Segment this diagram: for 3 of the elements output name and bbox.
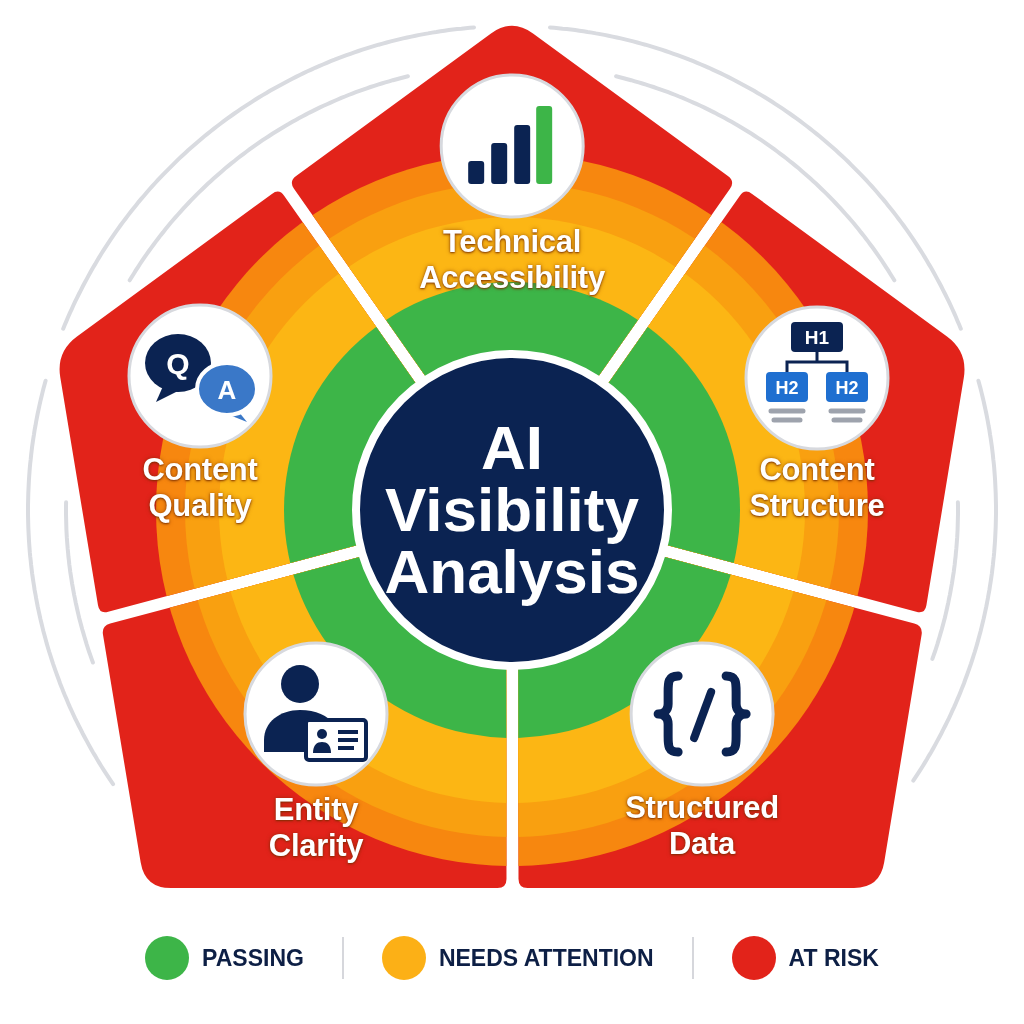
legend-label: AT RISK xyxy=(788,944,879,972)
legend-label: NEEDS ATTENTION xyxy=(438,944,654,972)
legend-label: PASSING xyxy=(202,944,304,972)
